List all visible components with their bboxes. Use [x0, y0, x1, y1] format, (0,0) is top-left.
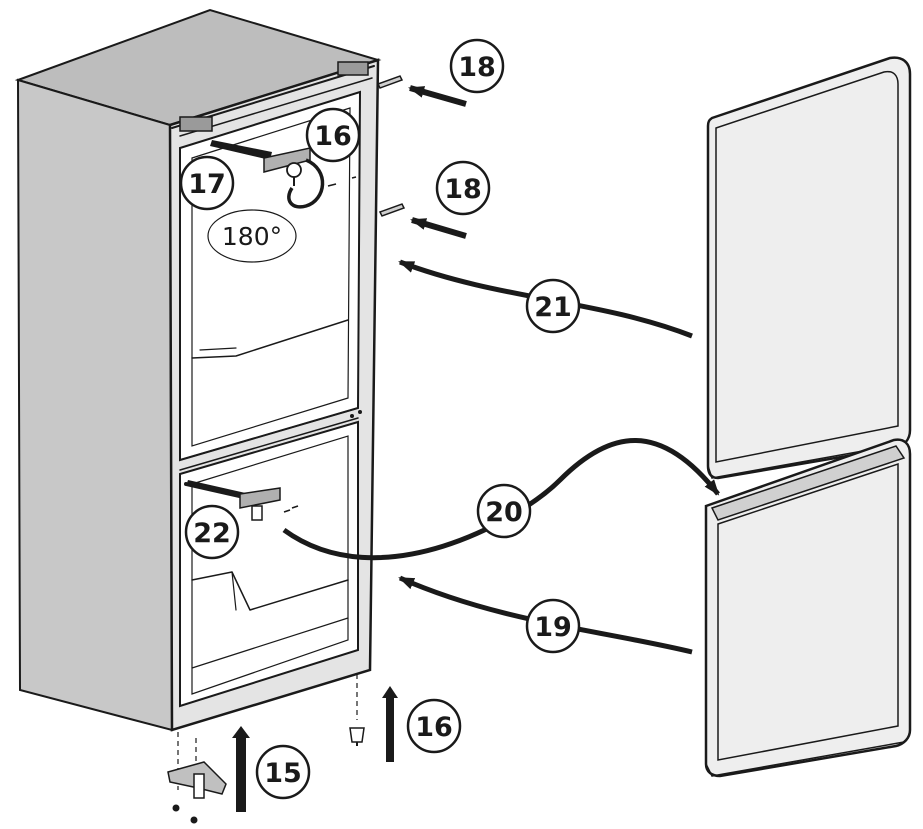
lower-door — [704, 438, 912, 778]
callout-21: 21 — [525, 278, 581, 334]
arrow-20 — [282, 438, 720, 561]
callout-15: 15 — [255, 744, 311, 800]
callout-21-label: 21 — [534, 292, 572, 323]
callout-17: 17 — [179, 155, 235, 211]
callout-16-bottom-label: 16 — [415, 712, 453, 743]
middle-hinge-assembly — [186, 480, 299, 521]
callout-22-label: 22 — [193, 518, 231, 549]
upper-door — [706, 56, 912, 480]
angle-text: 180° — [222, 222, 282, 251]
top-hinge-cover-right — [337, 61, 369, 76]
callout-17-label: 17 — [188, 169, 226, 200]
rotation-angle-label: 180° — [207, 209, 297, 263]
cabinet-side — [16, 78, 174, 732]
rotate-arc — [287, 158, 325, 209]
callout-15-label: 15 — [264, 758, 302, 789]
callout-18-lower: 18 — [435, 160, 491, 216]
bottom-hinge-assembly — [167, 674, 398, 824]
callout-18-upper: 18 — [449, 38, 505, 94]
callout-20: 20 — [476, 483, 532, 539]
up-arrow-16 — [382, 686, 398, 762]
callout-16-top: 16 — [305, 107, 361, 163]
callout-19-label: 19 — [534, 612, 572, 643]
up-arrow-15 — [232, 726, 250, 812]
callout-22: 22 — [184, 504, 240, 560]
top-hinge-cover-left — [179, 116, 213, 132]
callout-16-top-label: 16 — [314, 121, 352, 152]
callout-20-label: 20 — [485, 497, 523, 528]
callout-18-upper-label: 18 — [458, 52, 496, 83]
top-hinge-assembly — [210, 140, 357, 209]
hinge-pins — [376, 75, 467, 239]
callout-16-bottom: 16 — [406, 698, 462, 754]
callout-19: 19 — [525, 598, 581, 654]
callout-18-lower-label: 18 — [444, 174, 482, 205]
